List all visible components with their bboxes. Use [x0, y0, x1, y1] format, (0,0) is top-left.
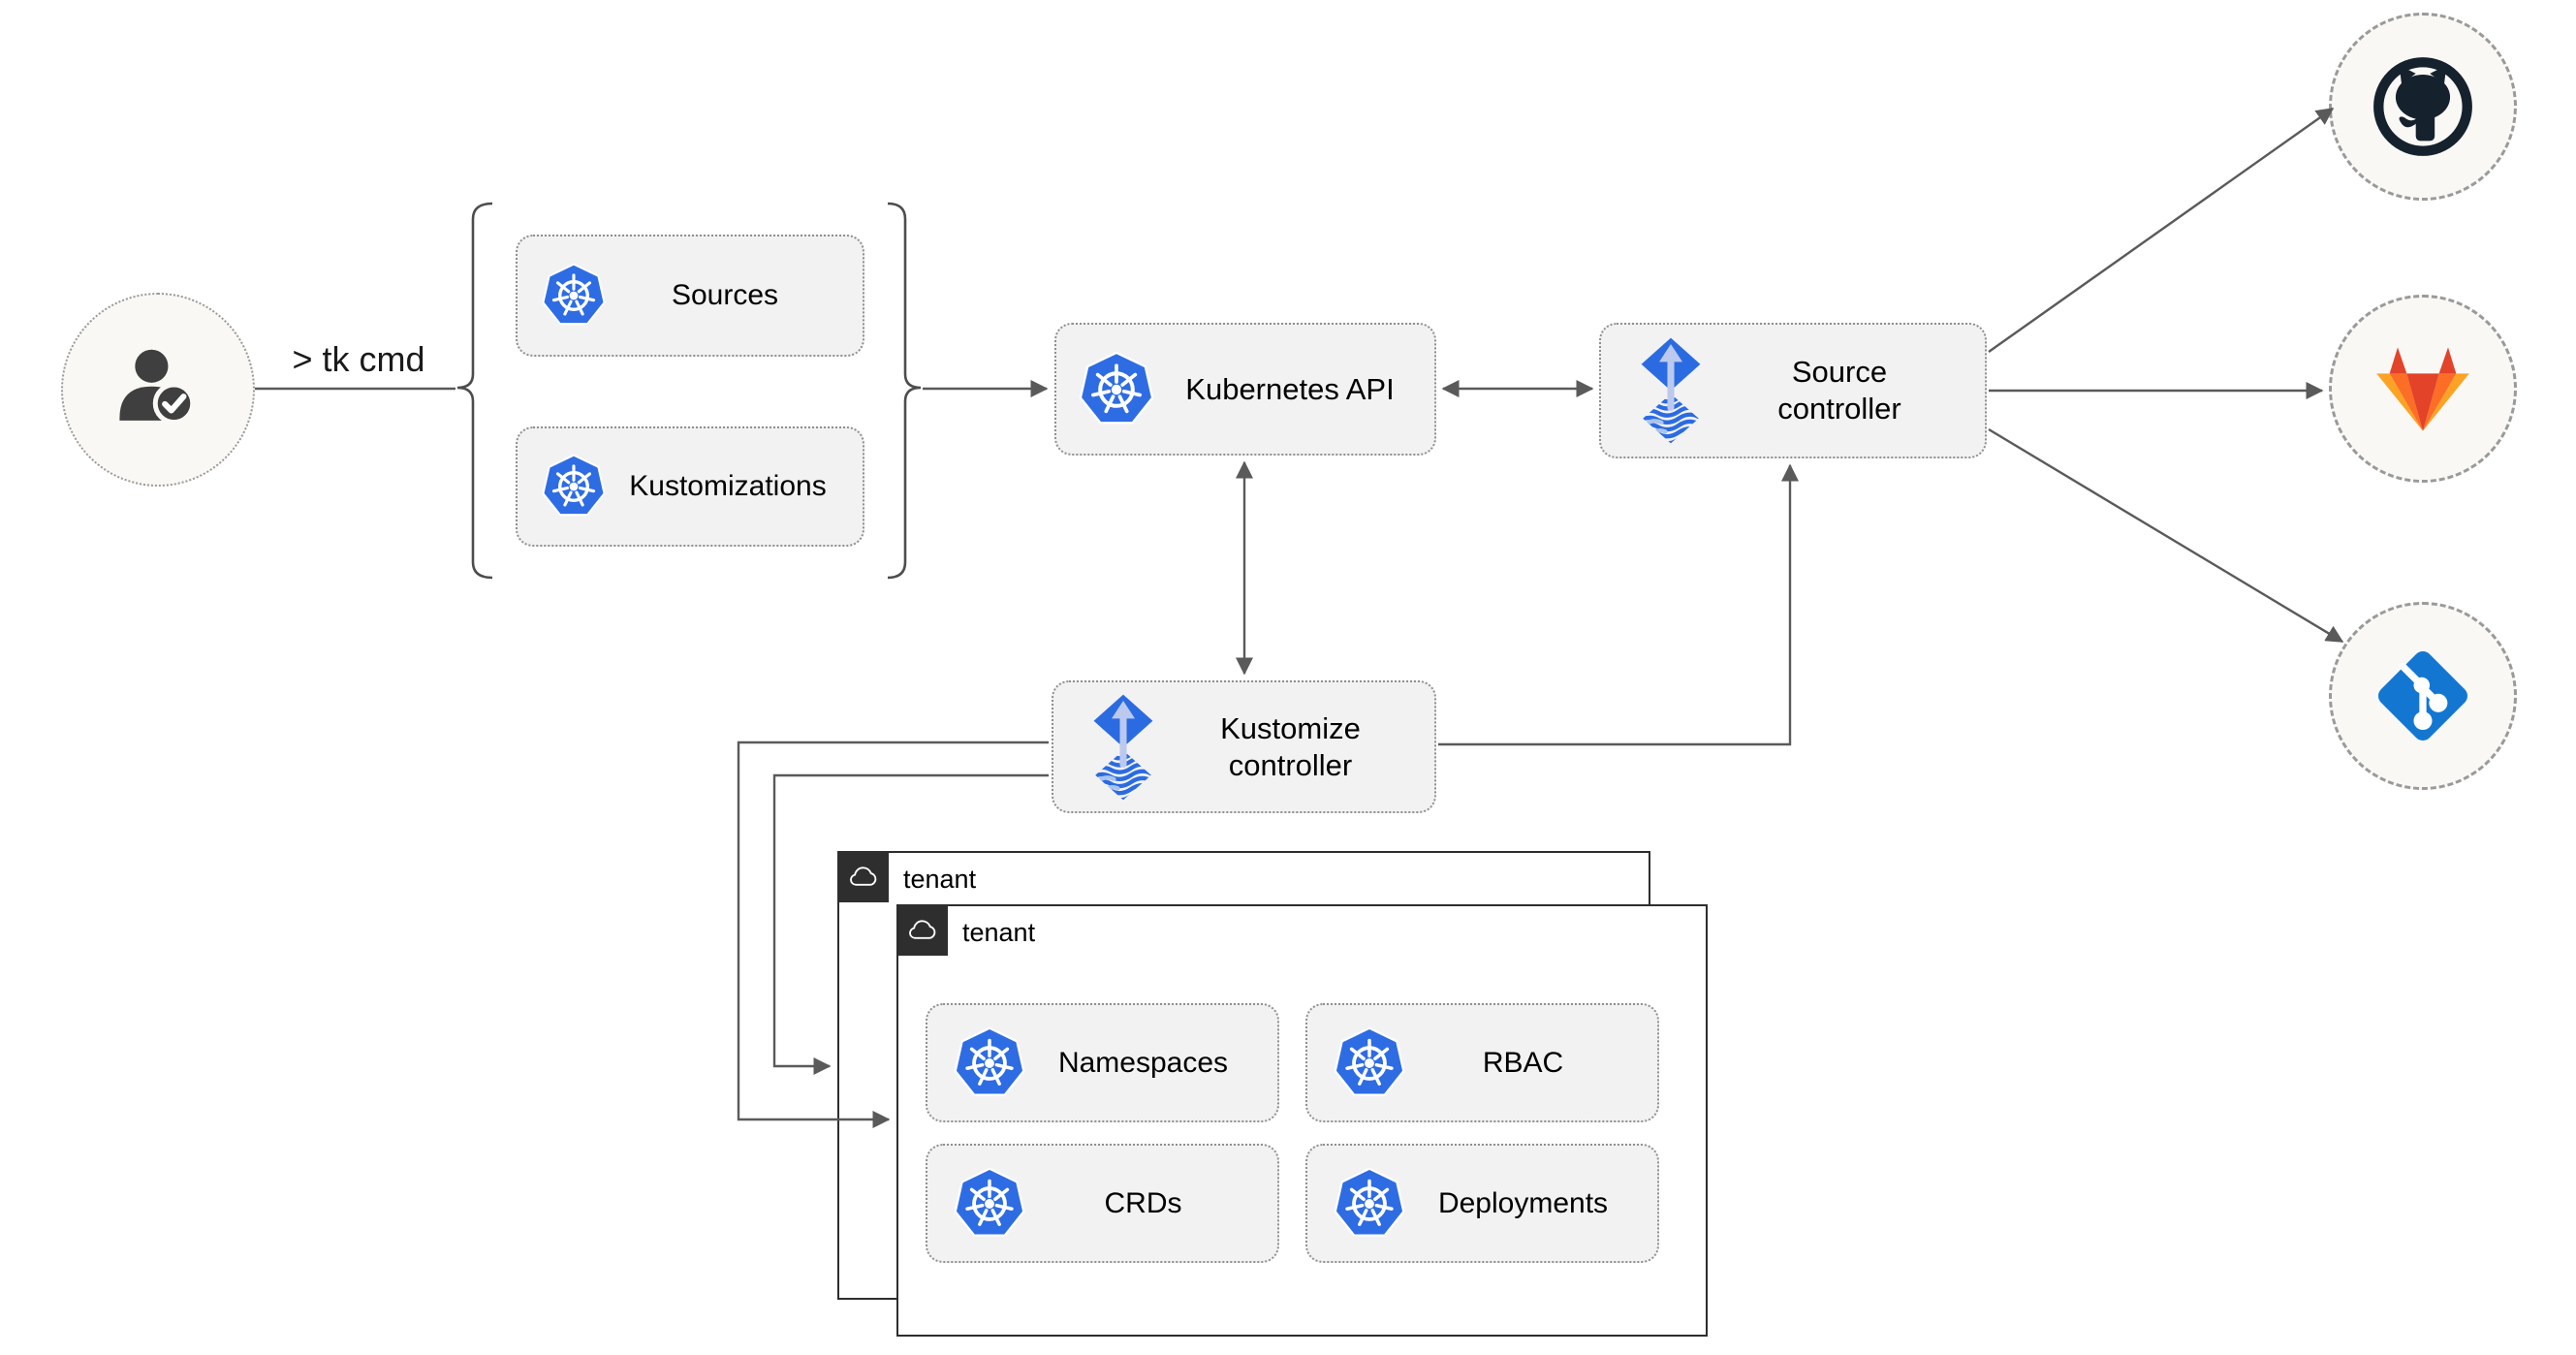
cloud-icon — [906, 919, 938, 942]
group-brace-left — [456, 202, 493, 580]
source-controller-line2: controller — [1777, 392, 1901, 425]
crds-label: CRDs — [1104, 1186, 1182, 1219]
kustomizations-box: Kustomizations — [516, 426, 864, 547]
kubernetes-icon — [1333, 1026, 1406, 1100]
deployments-box: Deployments — [1305, 1144, 1659, 1263]
cloud-icon — [847, 866, 879, 889]
kubernetes-api-box: Kubernetes API — [1054, 323, 1436, 456]
tenant-tab — [837, 851, 889, 902]
source-controller-label: Source controller — [1710, 354, 1985, 427]
git-circle — [2329, 602, 2517, 790]
kubernetes-icon — [541, 454, 607, 520]
kubernetes-icon — [1078, 351, 1155, 428]
tenant-label: tenant — [962, 918, 1036, 947]
tenant-tab — [896, 904, 948, 956]
kubernetes-icon — [953, 1026, 1026, 1100]
namespaces-box: Namespaces — [926, 1003, 1279, 1122]
git-icon — [2364, 637, 2482, 755]
tenant-box-front: tenant Namespaces RBAC CRDs Depl — [896, 904, 1708, 1337]
kustomizations-label: Kustomizations — [629, 470, 827, 502]
gitlab-circle — [2329, 295, 2517, 483]
edge-kustomize-source — [1438, 463, 1799, 746]
kubernetes-icon — [541, 263, 607, 329]
tenant-label: tenant — [903, 865, 977, 894]
rbac-box: RBAC — [1305, 1003, 1659, 1122]
user-avatar — [61, 293, 255, 487]
user-check-icon — [105, 336, 211, 443]
deployments-label: Deployments — [1437, 1186, 1609, 1219]
namespaces-label: Namespaces — [1057, 1046, 1229, 1079]
flux-icon — [1084, 693, 1162, 802]
edge-source-github — [1988, 108, 2335, 353]
rbac-label: RBAC — [1482, 1046, 1564, 1079]
kubernetes-api-label: Kubernetes API — [1185, 371, 1395, 406]
kustomize-controller-line2: controller — [1228, 747, 1353, 782]
kubernetes-icon — [953, 1167, 1026, 1241]
kustomize-controller-line1: Kustomize — [1220, 710, 1361, 745]
gitlab-icon — [2372, 343, 2473, 434]
source-controller-line1: Source — [1791, 355, 1888, 389]
crds-box: CRDs — [926, 1144, 1279, 1263]
kustomize-controller-label: Kustomize controller — [1162, 710, 1434, 784]
kubernetes-icon — [1333, 1167, 1406, 1241]
github-circle — [2329, 13, 2517, 201]
sources-label: Sources — [671, 279, 779, 311]
group-brace-right — [887, 202, 922, 580]
kustomize-controller-box: Kustomize controller — [1052, 680, 1436, 813]
flux-icon — [1632, 336, 1710, 445]
github-icon — [2364, 47, 2482, 166]
edge-source-git — [1988, 427, 2344, 644]
source-controller-box: Source controller — [1599, 323, 1987, 458]
cli-command-label: > tk cmd — [292, 339, 425, 379]
sources-box: Sources — [516, 235, 864, 357]
